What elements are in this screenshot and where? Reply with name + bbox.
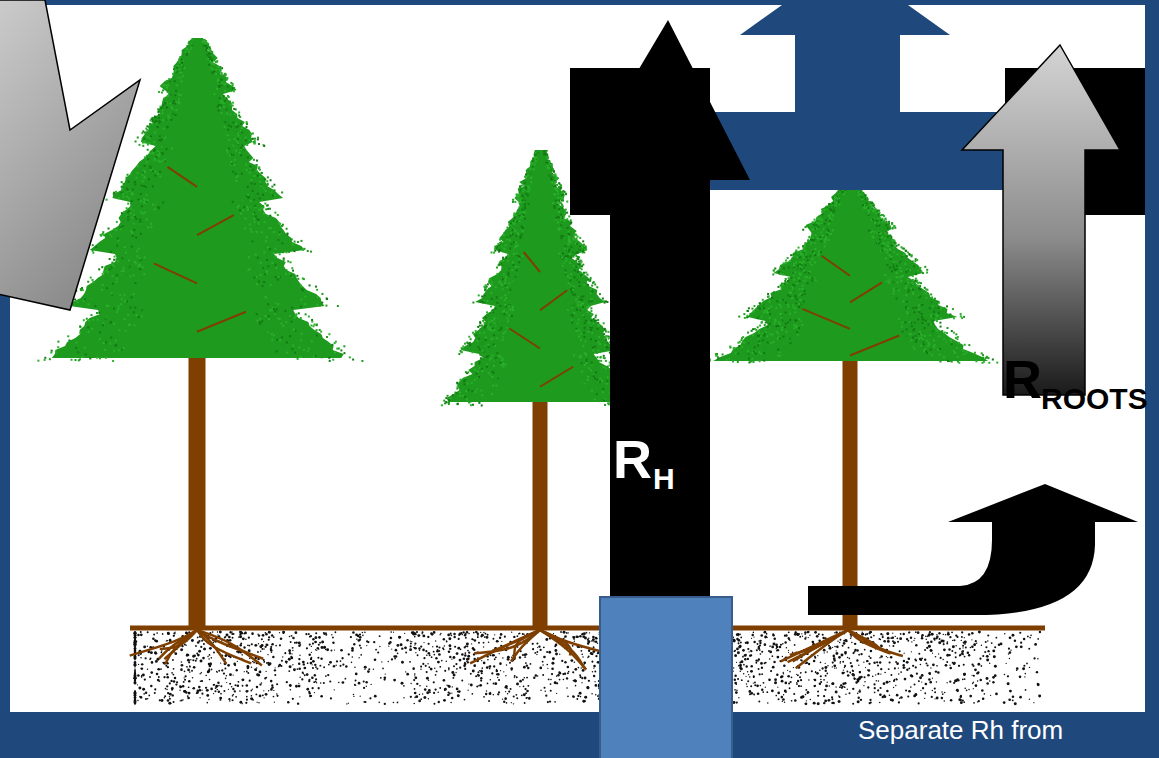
slide: RH RROOTSSeparate Rh from — [0, 0, 1159, 758]
